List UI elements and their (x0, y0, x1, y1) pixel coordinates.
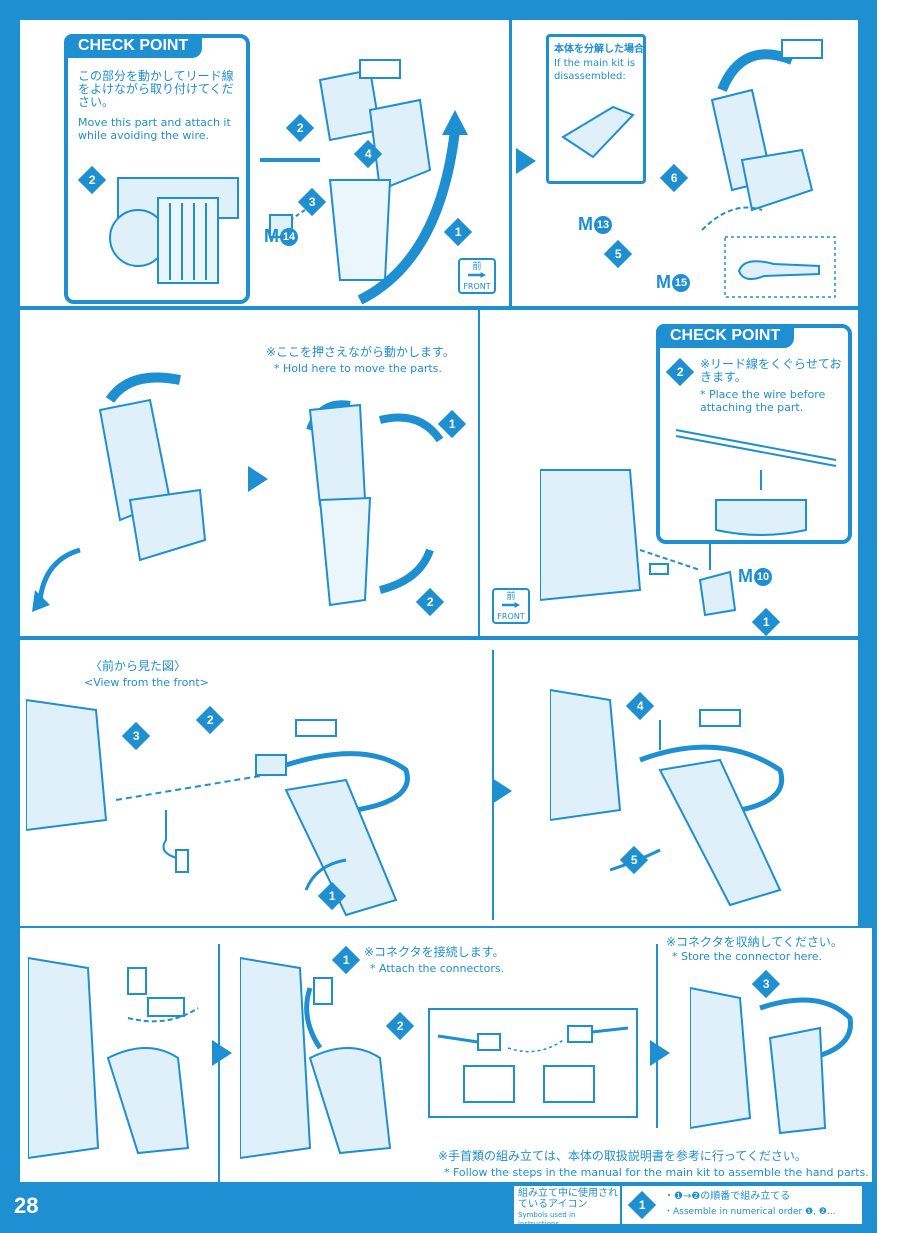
check-point-box: CHECK POINT 2 ※リード線をくぐらせておきます。 * Place t… (656, 324, 852, 544)
disassembled-jp-text: 本体を分解した場合 (554, 44, 644, 55)
connector-detail-box (428, 1008, 638, 1118)
connector-front-illustration (26, 698, 410, 917)
wire-routing-illustration (675, 429, 837, 536)
hand-parts-en: * Follow the steps in the manual for the… (444, 1166, 869, 1179)
next-arrow (650, 1040, 670, 1066)
next-arrow (248, 466, 268, 492)
step-badge-2: 2 (77, 165, 107, 195)
arm-upright-illustration (306, 400, 444, 607)
attach-connectors-en: * Attach the connectors. (370, 962, 505, 975)
attach-connectors-jp: ※コネクタを接続します。 (364, 945, 505, 959)
store-connector-en: * Store the connector here. (672, 950, 822, 963)
step-panel-5: 〈前から見た図〉 <View from the front> 2 3 1 4 5 (18, 638, 860, 928)
check-point-title: CHECK POINT (656, 324, 795, 348)
symbols-legend-label: 組み立て中に使用されているアイコン Symbols used in instru… (514, 1186, 620, 1228)
symbols-legend: 1 ・❶→❷の順番で組み立てる ・Assemble in numerical o… (622, 1186, 862, 1224)
hold-en-text: * Hold here to move the parts. (274, 362, 442, 375)
symbols-en: Symbols used in instructions (518, 1211, 576, 1228)
hand-parts-jp: ※手首類の組み立ては、本体の取扱説明書を参考に行ってください。 (438, 1149, 807, 1163)
hold-jp-text: ※ここを押さえながら動かします。 (266, 345, 455, 359)
hip-illustration-b (240, 956, 392, 1160)
divider (492, 650, 494, 920)
step-panel-2: 本体を分解した場合 If the main kit is disassemble… (510, 18, 860, 308)
next-arrow (516, 148, 536, 174)
divider (656, 944, 658, 1128)
joint-detail-illustration (109, 177, 239, 284)
hip-illustration-a (28, 956, 199, 1160)
dashed-inset (724, 236, 836, 298)
view-front-en: <View from the front> (84, 676, 209, 689)
step-badge-2: 2 (665, 357, 695, 387)
arm-assembly-illustration (701, 39, 823, 231)
body-connector-illustration (540, 469, 737, 617)
view-front-jp: 〈前から見た図〉 (90, 659, 187, 673)
check-point-title: CHECK POINT (64, 34, 203, 58)
rotate-arrow (357, 110, 468, 305)
wire-note-en: * Place the wire before attaching the pa… (700, 388, 826, 414)
divider (218, 944, 220, 1182)
step-panel-4: CHECK POINT 2 ※リード線をくぐらせておきます。 * Place t… (478, 308, 860, 638)
connector-stored-illustration (550, 688, 784, 907)
next-arrow (212, 1040, 232, 1066)
order-en: ・Assemble in numerical order ❶, ❷... (664, 1207, 836, 1217)
step-panel-3: ※ここを押さえながら動かします。 * Hold here to move the… (18, 308, 480, 638)
check-point-jp-text: この部分を動かしてリード線をよけながら取り付けてください。 (78, 69, 234, 109)
connector-stored-side-illustration (690, 986, 853, 1135)
order-jp: ・❶→❷の順番で組み立てる (664, 1191, 791, 1202)
adjacent-page-edge (874, 0, 911, 1233)
page-number: 28 (14, 1193, 39, 1218)
arm-rotate-illustration (32, 372, 207, 612)
step-panel-1: CHECK POINT この部分を動かしてリード線をよけながら取り付けてください… (18, 18, 511, 308)
check-point-box: CHECK POINT この部分を動かしてリード線をよけながら取り付けてください… (64, 34, 250, 304)
step-panel-6: 1 ※コネクタを接続します。 * Attach the connectors. … (18, 926, 874, 1184)
leg-joint-illustration (260, 59, 432, 281)
disassembled-box: 本体を分解した場合 If the main kit is disassemble… (546, 34, 646, 184)
store-connector-jp: ※コネクタを収納してください。 (666, 935, 843, 949)
disassembled-en-text: If the main kit is disassembled: (554, 58, 636, 82)
step-badge-5: 5 (603, 239, 633, 269)
wire-note-jp: ※リード線をくぐらせておきます。 (700, 357, 842, 384)
next-arrow (492, 778, 512, 804)
small-part-illustration (561, 105, 635, 159)
numbered-step-icon: 1 (627, 1190, 657, 1220)
symbols-jp: 組み立て中に使用されているアイコン (518, 1188, 618, 1210)
check-point-en-text: Move this part and attach it while avoid… (78, 116, 231, 142)
